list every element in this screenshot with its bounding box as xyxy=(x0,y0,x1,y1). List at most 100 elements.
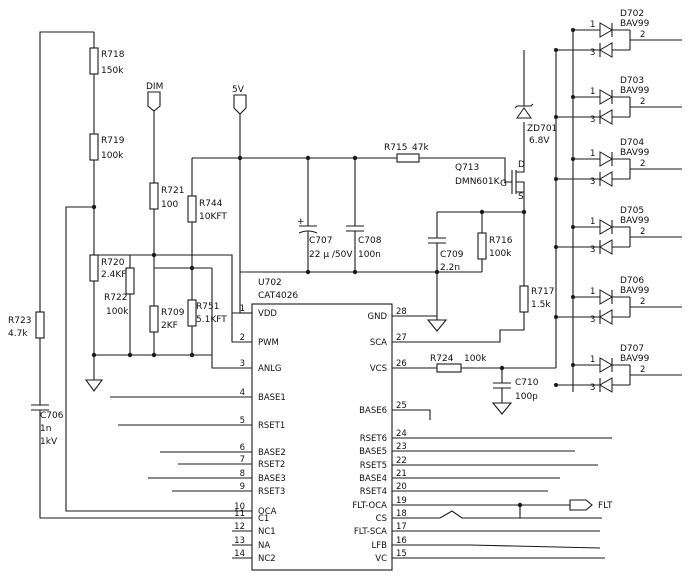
r717-ref: R717 xyxy=(531,287,554,297)
r715-ref: R715 xyxy=(384,143,407,153)
ground-symbol xyxy=(84,379,104,392)
diode-ref: D707 xyxy=(620,344,644,354)
diode-part: BAV99 xyxy=(620,148,650,158)
diode-part: BAV99 xyxy=(620,86,650,96)
left-signal-lines xyxy=(110,396,252,492)
c706-ref: C706 xyxy=(40,411,64,421)
diode-pin-3: 3 xyxy=(590,383,595,393)
diode-part: BAV99 xyxy=(620,286,650,296)
ic-pin-name: CS xyxy=(376,514,387,524)
ic-pin-name: RSET3 xyxy=(258,487,285,497)
diode-stack: D702BAV99132D703BAV99132D704BAV99132D705… xyxy=(554,9,682,393)
ic-pin-number: 11 xyxy=(234,509,245,519)
resistor-r720 xyxy=(89,254,99,282)
right-signal-lines: FLT xyxy=(392,409,613,559)
ic-part: CAT4026 xyxy=(258,291,298,301)
ic-pin-number: 6 xyxy=(240,443,245,453)
ic-pin-number: 13 xyxy=(234,536,245,546)
gate-drive-network: + C707 22 μ /50V C708 100n R715 47k Q713… xyxy=(240,50,557,343)
ic-pin-name: OCA xyxy=(258,507,277,517)
diode-pin-3: 3 xyxy=(590,245,595,255)
diode-pin-2: 2 xyxy=(640,297,645,307)
c707-value: 22 μ /50V xyxy=(309,250,353,260)
ic-pin-name: RSET5 xyxy=(360,461,387,471)
resistor-r722 xyxy=(125,267,135,295)
diode-pin-3: 3 xyxy=(590,177,595,187)
ic-pin-number: 15 xyxy=(396,549,407,559)
r724-ref: R724 xyxy=(430,354,454,364)
diode-pin-1: 1 xyxy=(590,355,595,365)
ic-pin-name: RSET2 xyxy=(258,460,285,470)
r723-value: 4.7k xyxy=(8,329,28,339)
r721-ref: R721 xyxy=(161,186,184,196)
flt-output-arrow xyxy=(569,499,593,511)
r719-value: 100k xyxy=(101,151,124,161)
ic-pin-number: 16 xyxy=(396,536,407,546)
zd701-value: 6.8V xyxy=(529,136,550,146)
resistor-r721 xyxy=(149,182,159,210)
diode-pin-1: 1 xyxy=(590,20,595,30)
c706-rating: 1kV xyxy=(40,437,58,447)
c710-ref: C710 xyxy=(515,378,539,388)
diode-part: BAV99 xyxy=(620,19,650,29)
resistor-r717 xyxy=(519,285,529,313)
diode-ref: D705 xyxy=(620,206,644,216)
diode-pin-2: 2 xyxy=(640,30,645,40)
ic-pin-name: VDD xyxy=(258,309,277,319)
r716-value: 100k xyxy=(489,249,512,259)
resistor-r709 xyxy=(149,305,159,333)
ic-pin-number: 20 xyxy=(396,482,407,492)
r722-value: 100k xyxy=(106,307,129,317)
ic-pin-name: RSET6 xyxy=(360,434,387,444)
ground-symbol-c710 xyxy=(491,402,513,415)
c708-ref: C708 xyxy=(358,236,382,246)
diode-pin-3: 3 xyxy=(590,48,595,58)
diode-pin-2: 2 xyxy=(640,159,645,169)
flt-net-label: FLT xyxy=(598,501,613,511)
input-nets: DIM R721 100 R722 100k R709 2KF 5V xyxy=(91,82,420,369)
r720-value: 2.4KF xyxy=(101,270,126,280)
r709-value: 2KF xyxy=(161,321,178,331)
ic-right-pins: 28GND27SCA26VCS25BASE624RSET623BASE522RS… xyxy=(352,307,406,564)
ic-pin-number: 12 xyxy=(234,522,245,532)
ground-symbol-gnd xyxy=(426,319,448,332)
ic-pin-number: 18 xyxy=(396,509,407,519)
diode-array: D702BAV99132D703BAV99132D704BAV99132D705… xyxy=(554,9,682,393)
q713-ref: Q713 xyxy=(455,163,479,173)
r744-value: 10KFT xyxy=(199,212,227,222)
ic-pin-number: 22 xyxy=(396,456,407,466)
ic-pin-number: 5 xyxy=(240,416,245,426)
diode-ref: D703 xyxy=(620,76,644,86)
resistor-r723 xyxy=(35,311,45,339)
resistor-r724 xyxy=(436,363,462,373)
r720-ref: R720 xyxy=(101,258,125,268)
ic-pin-name: VC xyxy=(375,554,387,564)
ic-pin-number: 4 xyxy=(240,388,245,398)
ic-pin-name: BASE6 xyxy=(359,406,387,416)
c709-ref: C709 xyxy=(440,250,464,260)
diode-pin-3: 3 xyxy=(590,315,595,325)
resistor-r716 xyxy=(477,232,487,260)
c707-polarity: + xyxy=(297,217,305,227)
ic-pin-number: 10 xyxy=(234,502,245,512)
ic-pin-name: FLT-OCA xyxy=(352,501,387,511)
ic-pin-name: NC1 xyxy=(258,527,276,537)
q713-pin-d: D xyxy=(518,160,525,170)
q713-part: DMN601K xyxy=(455,177,501,187)
zd701-ref: ZD701 xyxy=(527,124,557,134)
dim-input-arrow xyxy=(147,91,161,112)
ic-pin-number: 19 xyxy=(396,496,407,506)
diode-part: BAV99 xyxy=(620,354,650,364)
ic-pin-name: RSET4 xyxy=(360,487,387,497)
ic-pin-number: 24 xyxy=(396,429,407,439)
c706-value: 1n xyxy=(40,424,51,434)
5v-input-arrow xyxy=(233,94,247,115)
c710-value: 100p xyxy=(515,392,538,402)
